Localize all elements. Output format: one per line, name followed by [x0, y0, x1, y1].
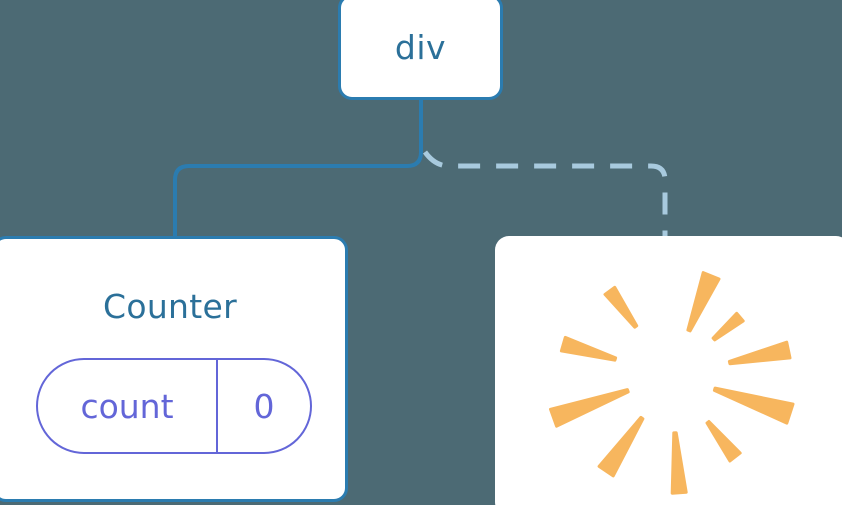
node-counter-label: Counter [103, 287, 237, 326]
burst-ray [727, 340, 792, 366]
state-value: 0 [253, 386, 275, 426]
edge-div-counter [173, 98, 423, 242]
burst-ray [559, 335, 618, 362]
burst-ray [711, 311, 745, 342]
burst-ray [686, 271, 721, 333]
node-div-label: div [394, 27, 447, 67]
state-pill-divider [216, 360, 218, 452]
state-pill[interactable]: count 0 [36, 358, 312, 454]
burst-ray [670, 431, 688, 495]
node-div[interactable]: div [338, 0, 503, 100]
burst-ray [705, 420, 742, 463]
burst-ray [597, 415, 645, 478]
node-burst[interactable] [495, 236, 842, 505]
burst-ray [603, 285, 639, 329]
state-key: count [80, 386, 174, 426]
sparkle-burst-icon [549, 271, 795, 495]
node-counter[interactable]: Counter count 0 [0, 236, 348, 502]
burst-ray [549, 388, 630, 428]
edge-div-burst [422, 150, 668, 240]
burst-ray [712, 386, 795, 425]
